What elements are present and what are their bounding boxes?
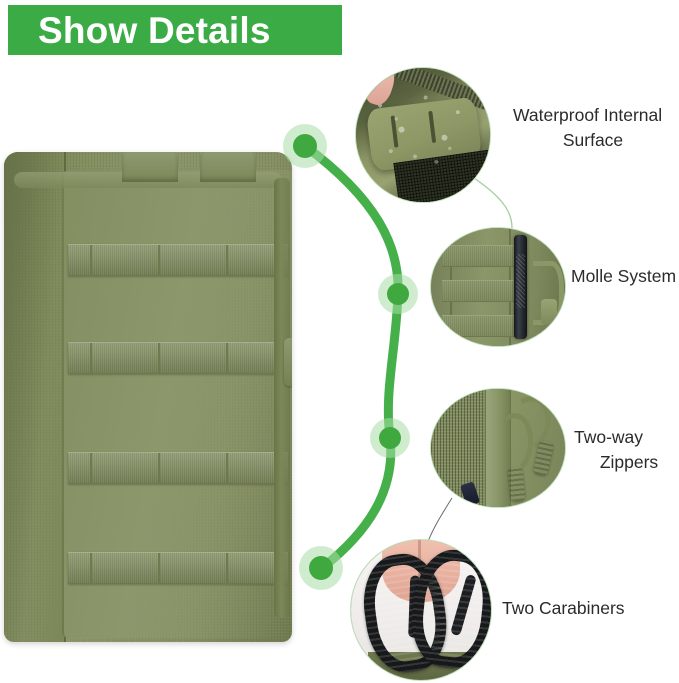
banner-title: Show Details xyxy=(38,9,271,51)
detail-photo-molle xyxy=(430,227,566,347)
feature-label-molle: Molle System xyxy=(571,266,677,286)
connector-node xyxy=(378,274,418,314)
product-main-photo xyxy=(0,112,326,660)
molle-webbing-row xyxy=(68,552,288,584)
pouch-body xyxy=(4,152,292,642)
pouch-top-loop-left xyxy=(122,152,178,182)
molle-webbing-image xyxy=(431,228,565,346)
feature-label-zippers: Two-way Zippers xyxy=(574,427,659,472)
detail-photo-carabiners xyxy=(350,539,492,681)
pouch-side-gusset xyxy=(4,152,66,642)
detail-photo-waterproof xyxy=(355,67,491,203)
pouch-side-tab xyxy=(284,338,292,386)
tactical-pen xyxy=(514,235,528,339)
molle-webbing-row xyxy=(68,342,288,374)
zipper-pull xyxy=(506,466,526,502)
two-way-zipper-image xyxy=(431,389,565,507)
detail-photo-zippers xyxy=(430,388,566,508)
molle-webbing-row xyxy=(68,244,288,276)
molle-webbing-row xyxy=(68,452,288,484)
connector-node xyxy=(370,418,410,458)
show-details-banner: Show Details xyxy=(8,5,342,55)
pouch-top-loop-right xyxy=(200,152,256,182)
waterproof-interior-image xyxy=(356,68,490,202)
carabiners-image xyxy=(351,540,491,680)
feature-label-waterproof: Waterproof Internal Surface xyxy=(513,105,663,150)
zipper-pull-tab xyxy=(540,298,557,325)
feature-label-carabiners: Two Carabiners xyxy=(502,598,625,618)
pouch-zipper-strip xyxy=(274,178,290,618)
